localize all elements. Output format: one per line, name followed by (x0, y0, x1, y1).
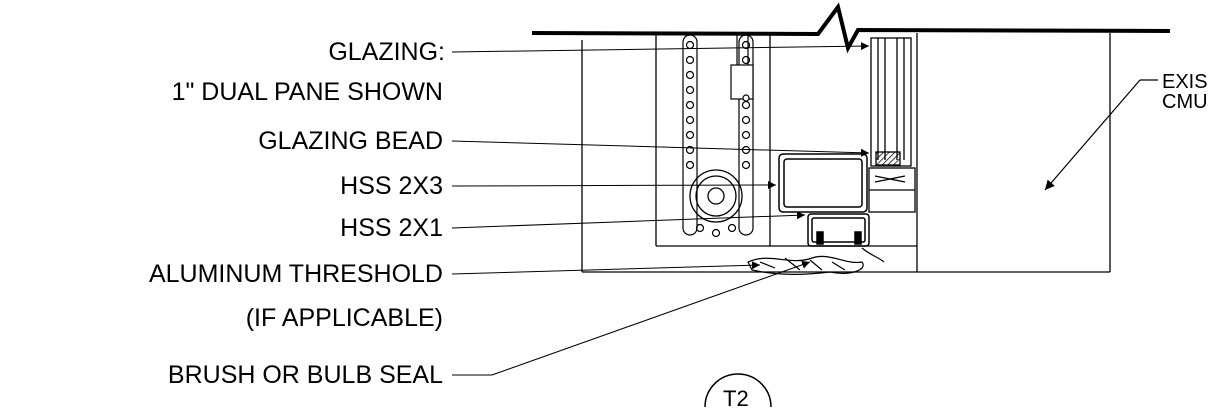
existing-cmu-note: EXIS CMU (1162, 72, 1208, 112)
break-line (531, 2, 1171, 54)
callout-aluminum-threshold-sub: (IF APPLICABLE) (246, 306, 443, 331)
hss-2x1-tube (807, 213, 870, 247)
callout-glazing-sub: 1" DUAL PANE SHOWN (172, 80, 443, 105)
callout-glazing-bead: GLAZING BEAD (258, 129, 443, 154)
existing-cmu-line-2: CMU (1162, 91, 1208, 113)
roller-chain (682, 33, 754, 238)
leader-lines (451, 42, 870, 376)
opening-frame (581, 33, 1111, 273)
cmu-arrow (1044, 79, 1158, 191)
callout-glazing-line-2: 1" DUAL PANE SHOWN (171, 78, 443, 106)
callout-glazing: GLAZING: (328, 40, 445, 65)
callout-aluminum-threshold-line-2: (IF APPLICABLE) (245, 304, 443, 332)
callout-brush-seal-text: BRUSH OR BULB SEAL (167, 361, 443, 389)
callout-glazing-line-1: GLAZING: (328, 38, 445, 66)
callout-hss-2x3-text: HSS 2X3 (340, 172, 443, 200)
callout-aluminum-threshold-line-1: ALUMINUM THRESHOLD (148, 260, 443, 288)
callout-glazing-bead-text: GLAZING BEAD (258, 127, 443, 155)
callout-hss-2x3: HSS 2X3 (340, 174, 443, 199)
callout-brush-seal: BRUSH OR BULB SEAL (168, 363, 443, 388)
detail-tag-circle (704, 373, 772, 407)
detail-tag: T2 (723, 386, 749, 411)
callout-hss-2x1: HSS 2X1 (340, 216, 443, 241)
callout-hss-2x1-text: HSS 2X1 (340, 214, 443, 242)
hss-2x3-tube (778, 153, 868, 213)
threshold-seal (747, 247, 885, 275)
glazing-frame (868, 167, 916, 213)
glazing-unit (870, 37, 912, 167)
callout-aluminum-threshold: ALUMINUM THRESHOLD (149, 262, 443, 287)
sprocket (689, 169, 743, 223)
existing-cmu-line-1: EXIS (1162, 71, 1208, 93)
